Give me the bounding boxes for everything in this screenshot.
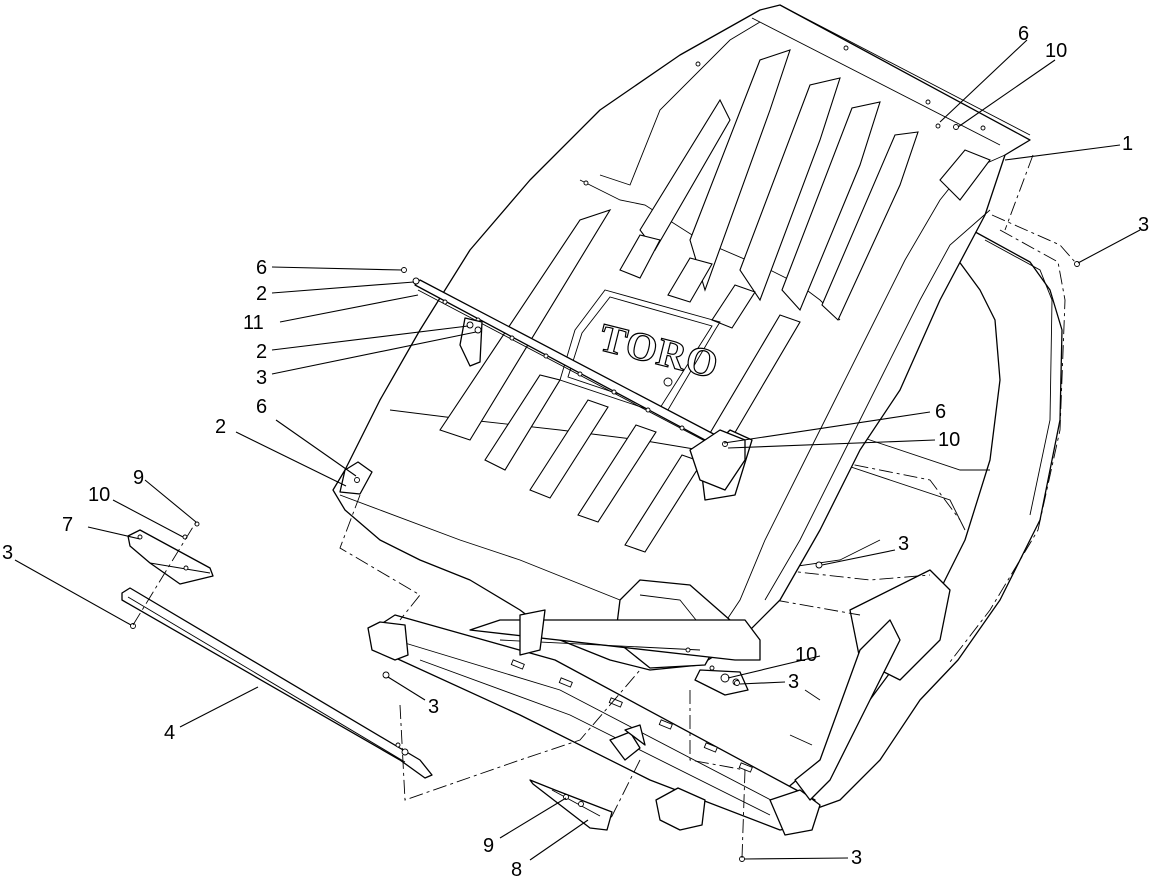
callout-3-bracket: 3 [788, 671, 799, 693]
callout-3-right: 3 [898, 533, 909, 555]
callout-10-left: 10 [88, 484, 110, 506]
seat-pan: TORO [332, 4, 1031, 671]
assembly-centerlines [132, 154, 1076, 859]
callout-7: 7 [62, 514, 73, 536]
callout-9-upper: 9 [133, 467, 144, 489]
hinge-bar [414, 279, 746, 491]
callout-2-left: 2 [215, 416, 226, 438]
latch-plate [529, 779, 613, 831]
callout-3-plate: 3 [428, 696, 439, 718]
callout-3-hinge: 3 [256, 367, 267, 389]
callout-4: 4 [164, 722, 175, 744]
callout-3-frame: 3 [1138, 214, 1149, 236]
callout-10-bracket: 10 [795, 644, 817, 666]
callout-1: 1 [1122, 133, 1133, 155]
callout-6-left: 6 [256, 396, 267, 418]
callout-6-top: 6 [1018, 23, 1029, 45]
callout-6-hinge: 6 [256, 257, 267, 279]
callout-3-rail: 3 [2, 542, 13, 564]
side-bracket [694, 669, 749, 696]
seat-rail [121, 587, 433, 779]
callout-3-bottom: 3 [851, 847, 862, 869]
callout-10-top: 10 [1045, 40, 1067, 62]
callout-2-upper: 2 [256, 283, 267, 305]
callout-8: 8 [511, 859, 522, 881]
callout-9-lower: 9 [483, 835, 494, 857]
callout-6-right: 6 [935, 401, 946, 423]
leader-lines [14, 39, 1141, 861]
callout-labels: 1 2 2 2 3 3 3 3 3 3 3 4 6 6 6 6 7 8 9 9 … [2, 23, 1149, 881]
callout-2-mid: 2 [256, 341, 267, 363]
callout-10-right: 10 [938, 429, 960, 451]
seat-stop [127, 529, 214, 585]
callout-11: 11 [243, 312, 264, 334]
